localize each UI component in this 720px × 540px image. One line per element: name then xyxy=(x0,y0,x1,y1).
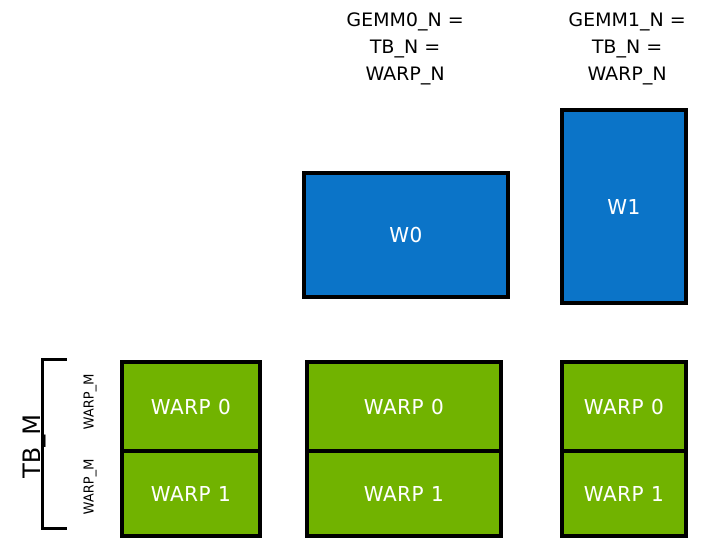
axis-label-warp-m-top: WARP_M xyxy=(82,373,98,430)
blue-tile-w0: W0 xyxy=(302,171,510,299)
warp-cell: WARP 0 xyxy=(124,364,258,449)
tb-m-bracket xyxy=(41,358,67,530)
warp-cell: WARP 1 xyxy=(309,449,499,534)
blue-tile-w1: W1 xyxy=(560,108,688,305)
axis-label-tb-m: TB_M xyxy=(18,414,46,478)
blue-tile-w1-label: W1 xyxy=(607,194,641,219)
caption-gemm1: GEMM1_N = TB_N = WARP_N xyxy=(537,7,717,88)
warp-cell-label: WARP 0 xyxy=(583,394,665,419)
caption-gemm0-line-3: WARP_N xyxy=(365,63,445,85)
warp-cell: WARP 1 xyxy=(564,449,684,534)
caption-gemm0-line-1: GEMM0_N = xyxy=(346,9,464,31)
warp-cell: WARP 1 xyxy=(124,449,258,534)
caption-gemm1-line-1: GEMM1_N = xyxy=(568,9,686,31)
warp-cell-label: WARP 1 xyxy=(583,481,665,506)
warp-column-right: WARP 0 WARP 1 xyxy=(560,360,688,538)
warp-cell-label: WARP 1 xyxy=(150,481,232,506)
warp-column-left: WARP 0 WARP 1 xyxy=(120,360,262,538)
warp-column-middle: WARP 0 WARP 1 xyxy=(305,360,503,538)
caption-gemm1-line-2: TB_N = xyxy=(591,36,663,58)
caption-gemm0: GEMM0_N = TB_N = WARP_N xyxy=(315,7,495,88)
warp-cell-label: WARP 0 xyxy=(150,394,232,419)
blue-tile-w0-label: W0 xyxy=(389,223,423,247)
caption-gemm0-line-2: TB_N = xyxy=(369,36,441,58)
caption-gemm1-line-3: WARP_N xyxy=(587,63,667,85)
axis-label-warp-m-bottom: WARP_M xyxy=(82,458,98,515)
warp-cell: WARP 0 xyxy=(564,364,684,449)
warp-cell-label: WARP 1 xyxy=(363,481,445,506)
warp-cell-label: WARP 0 xyxy=(363,394,445,419)
warp-cell: WARP 0 xyxy=(309,364,499,449)
